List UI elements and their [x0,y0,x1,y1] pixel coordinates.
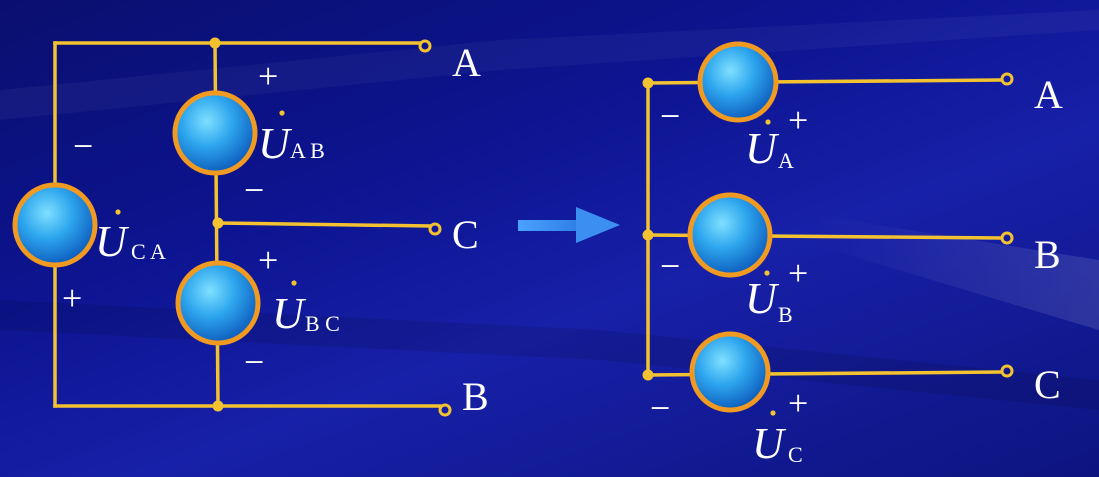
transform-arrow [518,207,620,243]
wye-source-a-symbol: U [745,124,780,173]
delta-source-bc-minus: − [244,342,264,382]
arrow-shaft [518,220,578,231]
delta-circuit: A C B + − U A B + − U B C − + U C A [12,37,489,419]
delta-source-ab-subscript: A B [290,138,325,163]
wye-source-c-subscript: C [788,442,803,467]
wye-source-b [687,192,773,278]
delta-terminal-c-label: C [452,212,479,257]
wye-source-c-plus: + [788,383,808,423]
delta-junction-middle [212,217,224,229]
delta-source-bc-subscript: B C [305,311,340,336]
delta-terminal-a-label: A [452,40,481,85]
delta-source-ab-phasor-dot [279,110,285,116]
delta-junction-bottom [212,400,224,412]
delta-source-ca-phasor-dot [115,209,121,215]
wye-source-b-symbol: U [745,274,780,323]
wye-source-b-minus: − [660,246,680,286]
wye-terminal-c-label: C [1034,362,1061,407]
wye-terminal-b-label: B [1034,232,1061,277]
wye-source-c-phasor-dot [770,410,776,416]
wye-source-c [689,331,771,413]
delta-source-ab-minus: − [244,170,264,210]
wye-terminal-a-label: A [1034,72,1063,117]
wye-source-a-phasor-dot [765,119,771,125]
delta-terminal-a-node [418,39,432,53]
wye-source-c-symbol: U [752,419,787,468]
delta-source-bc-phasor-dot [291,280,297,286]
wye-terminal-a-node [1000,72,1014,86]
wye-junction-a [642,77,654,89]
delta-source-ab [172,90,258,176]
wye-source-b-plus: + [788,253,808,293]
delta-source-ca-subscript: C A [131,239,166,264]
delta-source-ca [12,182,98,268]
wye-terminal-b-node [1000,231,1014,245]
delta-source-ab-plus: + [258,56,278,96]
wye-source-c-minus: − [650,388,670,428]
delta-junction-top [209,37,221,49]
wye-source-a-subscript: A [778,148,794,173]
delta-source-bc [175,260,261,346]
wye-source-a-plus: + [788,100,808,140]
delta-source-ca-symbol: U [95,217,130,266]
delta-source-ca-minus: − [73,126,93,166]
background-streaks [0,10,1099,410]
arrow-head [576,207,620,243]
wye-circuit: A B C − + U A − + U B − + U C [642,41,1063,468]
wye-terminal-c-node [1000,364,1014,378]
delta-terminal-c-node [428,222,442,236]
delta-source-bc-plus: + [258,240,278,280]
delta-wire-middle [216,221,432,228]
wye-junction-b [642,229,654,241]
delta-source-ab-symbol: U [258,119,293,168]
delta-source-ca-plus: + [62,278,82,318]
wye-source-a-minus: − [660,96,680,136]
wye-junction-c [642,369,654,381]
delta-source-bc-symbol: U [272,289,307,338]
delta-terminal-b-node [438,403,452,417]
wye-source-a [697,41,779,123]
delta-terminal-b-label: B [462,374,489,419]
wye-source-b-subscript: B [778,302,793,327]
wye-source-b-phasor-dot [764,270,770,276]
